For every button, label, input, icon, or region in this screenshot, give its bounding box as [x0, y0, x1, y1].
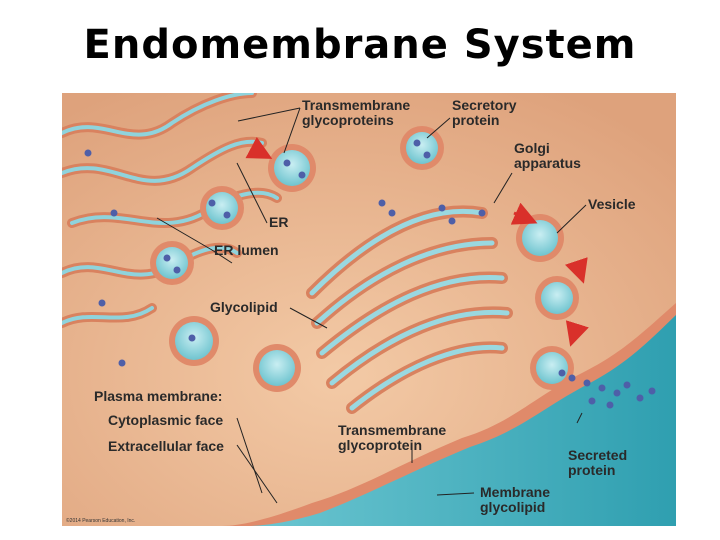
label-golgi-apparatus: Golgi apparatus [514, 140, 581, 171]
vesicle [169, 316, 219, 366]
vesicle [516, 214, 564, 262]
label-er-lumen: ER lumen [214, 242, 279, 258]
vesicle [268, 144, 316, 192]
label-membrane-glycolipid: Membrane glycolipid [480, 484, 551, 515]
label-glycolipid: Glycolipid [210, 299, 278, 315]
label-vesicle: Vesicle [588, 196, 636, 212]
vesicle [200, 186, 244, 230]
diagram-artwork [62, 93, 676, 526]
leader-lines [156, 107, 587, 504]
extracellular-space [222, 303, 676, 526]
label-transmembrane-glycoproteins: Transmembrane glycoproteins [302, 97, 411, 128]
label-cytoplasmic-face: Cytoplasmic face [108, 412, 224, 428]
endomembrane-diagram: Transmembrane glycoproteins Secretory pr… [62, 93, 676, 526]
label-extracellular-face: Extracellular face [108, 438, 224, 454]
label-er: ER [269, 214, 289, 230]
page-title: Endomembrane System [83, 22, 637, 68]
vesicle [150, 241, 194, 285]
proteins [84, 139, 656, 409]
er-lumen-channels [62, 93, 279, 325]
vesicle [400, 126, 444, 170]
vesicle [530, 346, 574, 390]
label-transmembrane-glycoprotein: Transmembrane glycoprotein [338, 422, 447, 453]
transport-arrows [245, 136, 589, 347]
vesicle [535, 276, 579, 320]
label-plasma-membrane: Plasma membrane: [94, 388, 223, 404]
copyright-notice: ©2014 Pearson Education, Inc. [66, 518, 136, 524]
label-secreted-protein: Secreted protein [568, 447, 628, 478]
vesicle [253, 344, 301, 392]
vesicles [150, 126, 579, 392]
golgi-lumen [309, 209, 510, 411]
label-secretory-protein: Secretory protein [452, 97, 517, 128]
